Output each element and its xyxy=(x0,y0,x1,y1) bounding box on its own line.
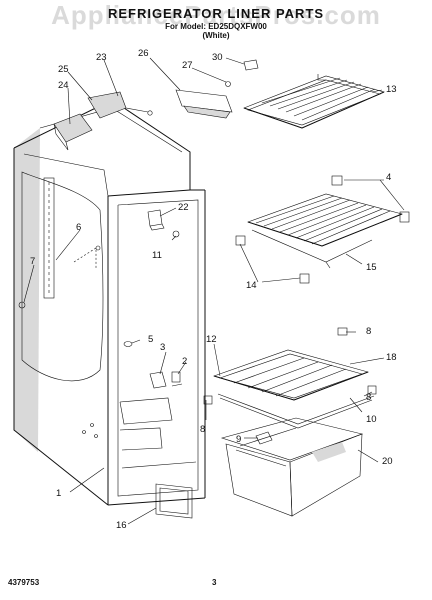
diagram-title: REFRIGERATOR LINER PARTS xyxy=(107,6,325,21)
callout-27: 27 xyxy=(182,60,193,71)
top-wire-shelf xyxy=(243,74,385,129)
small-parts-2-3-5 xyxy=(123,341,183,389)
top-bracket-parts xyxy=(53,59,259,151)
callout-labels: 1 2 3 4 5 6 7 8 8 8 9 10 11 12 13 14 15 … xyxy=(30,48,397,531)
callout-6: 6 xyxy=(76,222,81,233)
liner-cabinet xyxy=(13,99,206,506)
page-number: 3 xyxy=(212,578,217,587)
callout-1: 1 xyxy=(56,488,61,499)
part-16-plate xyxy=(155,483,193,519)
callout-4: 4 xyxy=(386,172,391,183)
callout-12: 12 xyxy=(206,334,217,345)
callout-30: 30 xyxy=(212,52,223,63)
document-number: 4379753 xyxy=(8,578,40,587)
callout-2: 2 xyxy=(182,356,187,367)
crisper-drawer xyxy=(220,417,364,517)
callout-20: 20 xyxy=(382,456,393,467)
callout-24: 24 xyxy=(58,80,69,91)
screw-7 xyxy=(18,301,26,309)
bracket-22-screw-11 xyxy=(147,209,180,238)
callout-8a: 8 xyxy=(366,326,371,337)
callout-7: 7 xyxy=(30,256,35,267)
callout-18: 18 xyxy=(386,352,397,363)
callout-8b: 8 xyxy=(366,392,371,403)
color-subtitle: (White) xyxy=(202,31,230,40)
callout-13: 13 xyxy=(386,84,397,95)
callout-14: 14 xyxy=(246,280,257,291)
callout-26: 26 xyxy=(138,48,149,59)
callout-10: 10 xyxy=(366,414,377,425)
callout-22: 22 xyxy=(178,202,189,213)
callout-3: 3 xyxy=(160,342,165,353)
callout-11: 11 xyxy=(152,250,162,261)
watermark: AppliancePartsPros.com xyxy=(51,0,381,30)
model-subtitle: For Model: ED25DQXFW00 xyxy=(165,22,267,31)
leader-lines xyxy=(23,57,405,525)
callout-9: 9 xyxy=(236,434,241,445)
callout-16: 16 xyxy=(116,520,127,531)
callout-5: 5 xyxy=(148,334,153,345)
callout-8c: 8 xyxy=(200,424,205,435)
middle-wire-shelf xyxy=(235,175,410,284)
callout-23: 23 xyxy=(96,52,107,63)
callout-15: 15 xyxy=(366,262,377,273)
glass-shelf-assembly xyxy=(203,327,377,445)
callout-25: 25 xyxy=(58,64,69,75)
